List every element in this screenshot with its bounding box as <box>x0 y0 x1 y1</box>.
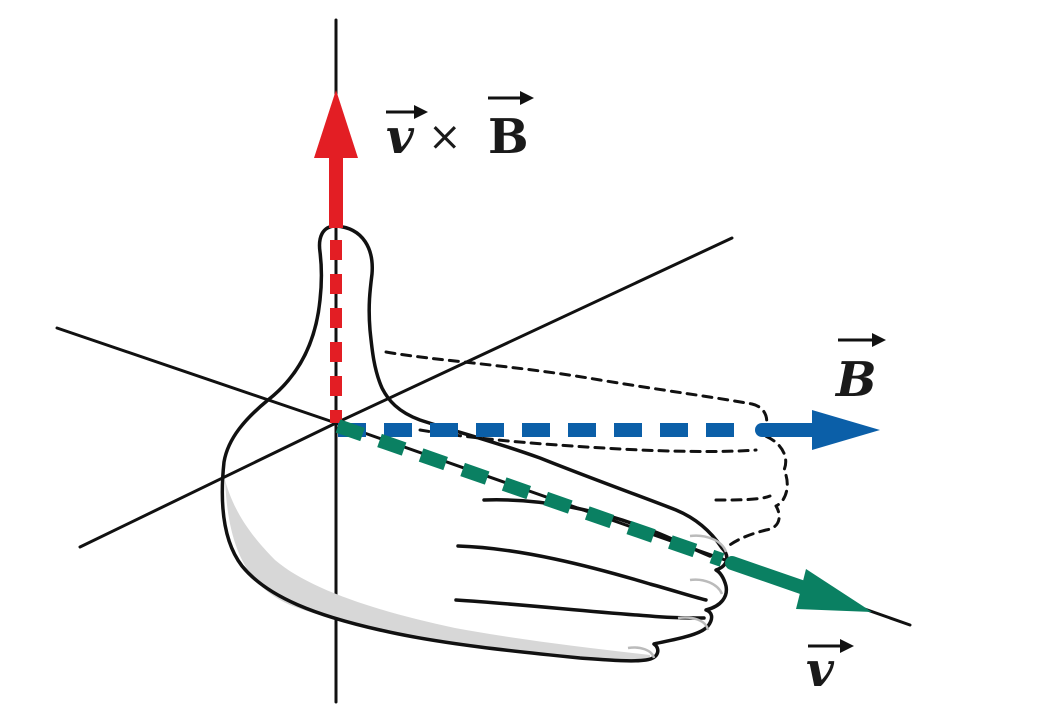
label-b: B <box>834 333 886 408</box>
b-arrowhead <box>812 410 880 450</box>
finger-nail-3 <box>677 616 710 631</box>
finger-line-2 <box>456 544 708 602</box>
label-cross-b: B <box>488 109 529 165</box>
axis-lower-left <box>78 421 338 549</box>
v-arrow-shaft <box>725 556 817 597</box>
coordinate-axes <box>55 18 912 704</box>
vector-arrow-over-cross-b <box>488 91 534 105</box>
finger-nail-2 <box>689 578 724 595</box>
b-arrow <box>338 410 880 450</box>
vector-arrow-over-v <box>808 639 854 653</box>
cross-product-arrowhead <box>314 90 358 158</box>
right-hand <box>220 224 729 663</box>
label-cross-operator: × <box>428 114 462 160</box>
vector-arrow-over-b <box>838 333 886 347</box>
v-arrowhead <box>796 569 872 612</box>
finger-nail-4 <box>627 646 656 659</box>
cross-product-arrow <box>314 90 358 423</box>
label-v: v <box>806 639 854 698</box>
label-b-text: B <box>834 352 877 408</box>
label-v-text: v <box>806 642 835 698</box>
label-cross-v: v <box>386 109 415 165</box>
axis-left <box>55 326 338 425</box>
v-arrow-dashed <box>335 419 725 567</box>
axis-upper-right <box>334 236 734 425</box>
vector-arrow-over-cross-v <box>386 105 428 119</box>
v-arrow <box>335 419 872 612</box>
hand-outline <box>220 224 729 663</box>
hand-shading <box>225 480 650 661</box>
label-v-cross-b: v × B <box>386 91 534 165</box>
finger-nail-1 <box>689 534 728 553</box>
finger-line-3 <box>454 598 706 620</box>
